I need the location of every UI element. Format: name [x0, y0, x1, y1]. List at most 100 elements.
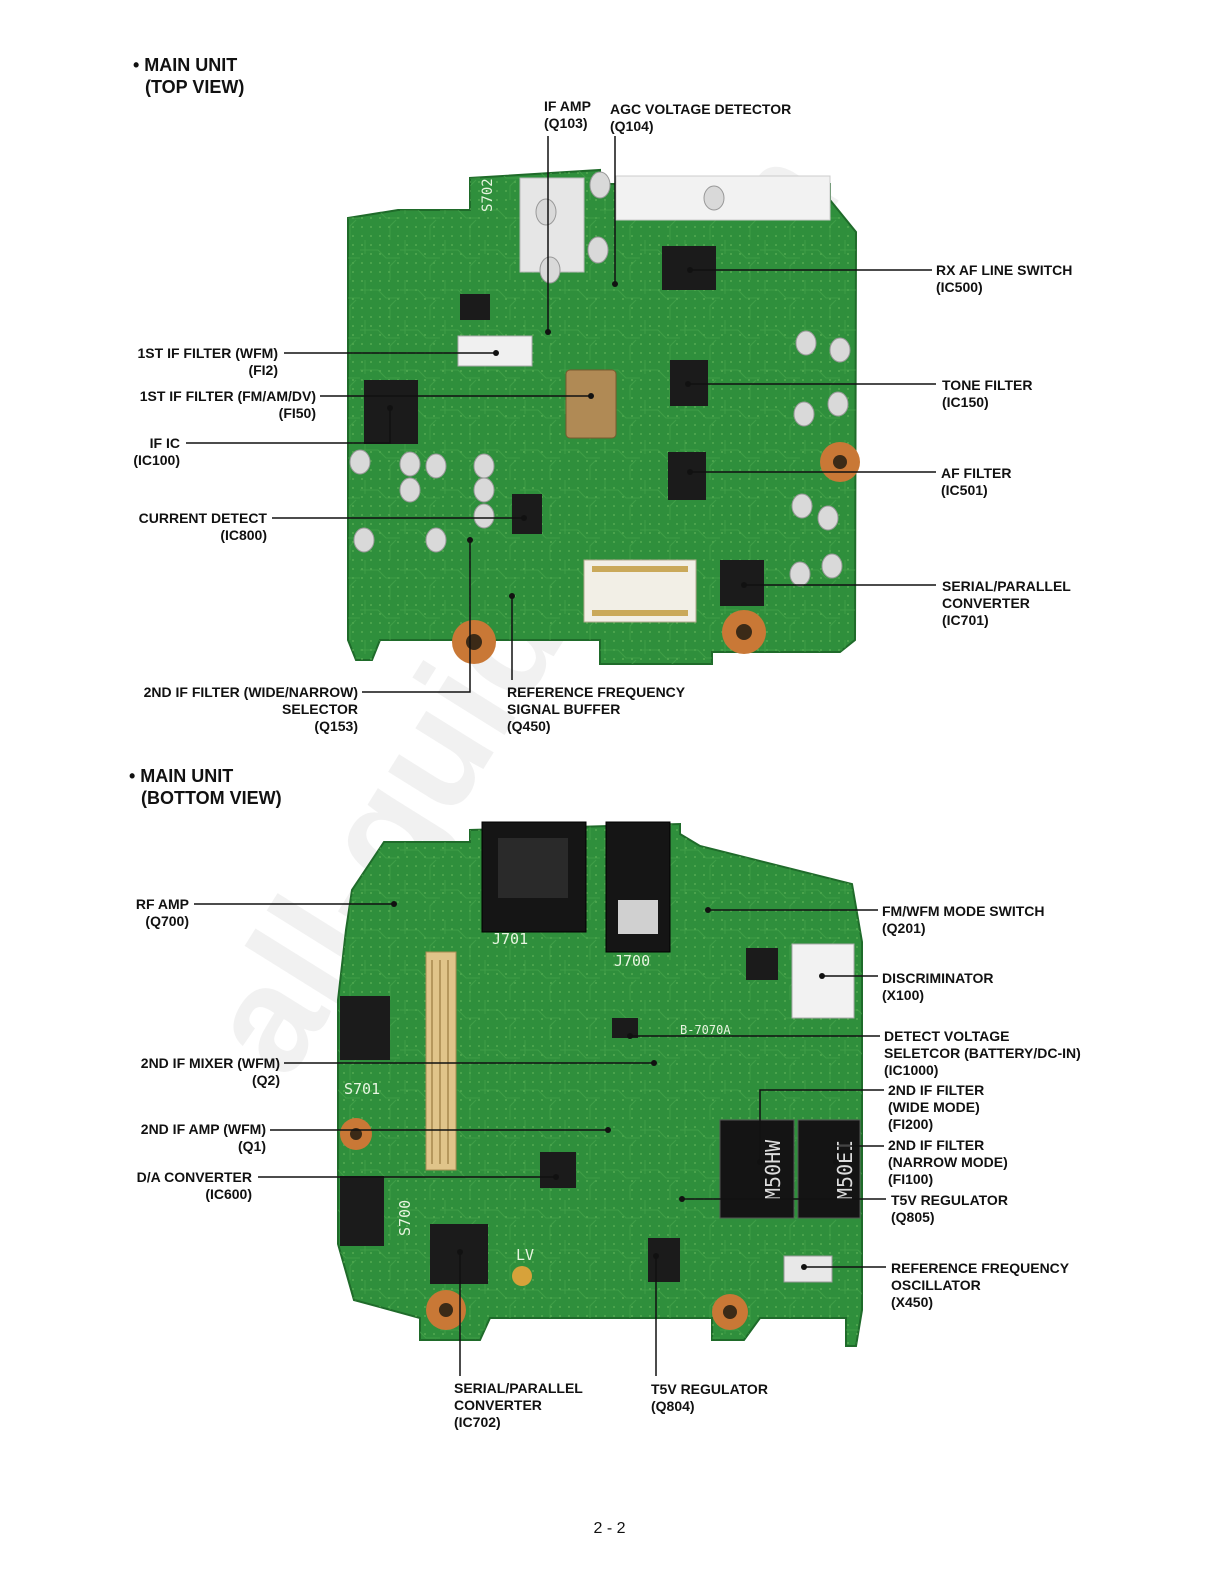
bottom-s701-text: S701: [344, 1080, 380, 1098]
label-1st-if-filter-fm-am-dv-fi50: 1ST IF FILTER (FM/AM/DV) (FI50): [140, 388, 316, 422]
bottom-s700-text: S700: [396, 1200, 414, 1236]
label-line: (IC800): [220, 527, 267, 543]
top-view-leader-lines: [186, 136, 936, 693]
label-t5v-regulator-q804: T5V REGULATOR (Q804): [651, 1381, 768, 1415]
bottom-board-id-text: B-7070A: [680, 1023, 731, 1037]
label-line: (IC702): [454, 1414, 501, 1430]
label-line: DETECT VOLTAGE: [884, 1028, 1010, 1044]
label-2nd-if-filter-narrow-fi100: 2ND IF FILTER (NARROW MODE) (FI100): [888, 1137, 1008, 1188]
label-reference-frequency-signal-buffer-q450: REFERENCE FREQUENCY SIGNAL BUFFER (Q450): [507, 684, 685, 735]
label-line: AGC VOLTAGE DETECTOR: [610, 101, 792, 117]
label-line: (Q201): [882, 920, 926, 936]
label-2nd-if-amp-wfm-q1: 2ND IF AMP (WFM) (Q1): [141, 1121, 266, 1155]
bottom-j700-text: J700: [614, 952, 650, 970]
label-line: 2ND IF FILTER: [888, 1137, 985, 1153]
bottom-j701-text: J701: [492, 930, 528, 948]
label-line: (Q700): [145, 913, 189, 929]
label-line: 2ND IF FILTER: [888, 1082, 985, 1098]
label-line: 1ST IF FILTER (WFM): [137, 345, 279, 361]
label-line: (FI50): [278, 405, 316, 421]
label-2nd-if-filter-wide-fi200: 2ND IF FILTER (WIDE MODE) (FI200): [888, 1082, 984, 1133]
bottom-fi100-text: M50EI: [833, 1140, 857, 1200]
label-line: (Q104): [610, 118, 654, 134]
label-fm-wfm-mode-switch-q201: FM/WFM MODE SWITCH (Q201): [882, 903, 1045, 937]
label-serial-parallel-converter-ic702: SERIAL/PARALLEL CONVERTER (IC702): [454, 1380, 583, 1431]
label-line: CURRENT DETECT: [138, 510, 267, 526]
label-line: (IC100): [133, 452, 180, 468]
label-line: (IC1000): [884, 1062, 939, 1078]
label-line: (Q2): [252, 1072, 280, 1088]
top-view-board: S702: [347, 168, 860, 665]
label-line: CONVERTER: [942, 595, 1030, 611]
label-rf-amp-q700: RF AMP (Q700): [136, 896, 189, 930]
label-line: (IC701): [942, 612, 989, 628]
label-current-detect-ic800: CURRENT DETECT (IC800): [139, 510, 267, 544]
label-line: (Q804): [651, 1398, 695, 1414]
label-line: (Q450): [507, 718, 551, 734]
top-view-title-line2: (TOP VIEW): [145, 77, 245, 97]
label-line: 2ND IF MIXER (WFM): [140, 1055, 280, 1071]
label-line: (Q1): [238, 1138, 266, 1154]
bottom-view-title-line1: • MAIN UNIT: [129, 766, 234, 786]
label-da-converter-ic600: D/A CONVERTER (IC600): [137, 1169, 252, 1203]
label-line: TONE FILTER: [942, 377, 1033, 393]
label-af-filter-ic501: AF FILTER (IC501): [941, 465, 1012, 499]
label-line: (NARROW MODE): [888, 1154, 1008, 1170]
top-view-title: • MAIN UNIT (TOP VIEW): [133, 54, 244, 98]
label-line: IF IC: [149, 435, 180, 451]
label-line: (IC150): [942, 394, 989, 410]
label-discriminator-x100: DISCRIMINATOR (X100): [882, 970, 993, 1004]
label-line: CONVERTER: [454, 1397, 542, 1413]
top-view-title-line1: • MAIN UNIT: [133, 55, 238, 75]
label-line: (IC600): [205, 1186, 252, 1202]
label-line: (X100): [882, 987, 925, 1003]
label-line: SELECTOR: [282, 701, 358, 717]
label-line: 1ST IF FILTER (FM/AM/DV): [139, 388, 316, 404]
bottom-lv-text: LV: [516, 1246, 534, 1264]
label-line: (IC500): [936, 279, 983, 295]
bottom-fi200-text: M50HW: [761, 1139, 785, 1200]
bottom-view-title-line2: (BOTTOM VIEW): [141, 788, 282, 808]
bottom-view-leader-lines: [194, 901, 886, 1376]
label-line: RF AMP: [135, 896, 189, 912]
label-line: D/A CONVERTER: [136, 1169, 252, 1185]
label-line: (Q153): [314, 718, 358, 734]
label-line: AF FILTER: [941, 465, 1012, 481]
label-line: (FI200): [888, 1116, 934, 1132]
label-line: OSCILLATOR: [891, 1277, 981, 1293]
label-line: SERIAL/PARALLEL: [942, 578, 1071, 594]
label-1st-if-filter-wfm-fi2: 1ST IF FILTER (WFM) (FI2): [138, 345, 279, 379]
label-line: SERIAL/PARALLEL: [454, 1380, 583, 1396]
label-serial-parallel-converter-ic701: SERIAL/PARALLEL CONVERTER (IC701): [942, 578, 1071, 629]
label-line: FM/WFM MODE SWITCH: [882, 903, 1045, 919]
bottom-view-title: • MAIN UNIT (BOTTOM VIEW): [129, 765, 282, 809]
label-line: DISCRIMINATOR: [882, 970, 994, 986]
label-2nd-if-mixer-wfm-q2: 2ND IF MIXER (WFM) (Q2): [141, 1055, 280, 1089]
label-line: IF AMP: [544, 98, 591, 114]
label-line: SELETCOR (BATTERY/DC-IN): [884, 1045, 1081, 1061]
label-detect-voltage-selector-ic1000: DETECT VOLTAGE SELETCOR (BATTERY/DC-IN) …: [884, 1028, 1081, 1079]
bottom-view-board: M50HW M50EI J701 J700 S701 S700 LV B-707…: [337, 821, 863, 1347]
label-line: REFERENCE FREQUENCY: [891, 1260, 1070, 1276]
label-line: (IC501): [941, 482, 988, 498]
label-line: 2ND IF AMP (WFM): [140, 1121, 266, 1137]
label-agc-voltage-detector-q104: AGC VOLTAGE DETECTOR (Q104): [610, 101, 791, 135]
label-line: (FI100): [888, 1171, 934, 1187]
label-tone-filter-ic150: TONE FILTER (IC150): [942, 377, 1032, 411]
label-line: 2ND IF FILTER (WIDE/NARROW): [143, 684, 358, 700]
label-line: (Q805): [891, 1209, 935, 1225]
label-line: REFERENCE FREQUENCY: [507, 684, 686, 700]
label-line: T5V REGULATOR: [891, 1192, 1008, 1208]
label-line: (FI2): [248, 362, 278, 378]
label-line: (WIDE MODE): [888, 1099, 980, 1115]
label-line: (X450): [891, 1294, 934, 1310]
label-if-ic-ic100: IF IC (IC100): [133, 435, 180, 469]
top-s702-text: S702: [480, 178, 496, 212]
label-line: T5V REGULATOR: [651, 1381, 768, 1397]
label-rx-af-line-switch-ic500: RX AF LINE SWITCH (IC500): [936, 262, 1072, 296]
label-t5v-regulator-q805: T5V REGULATOR (Q805): [891, 1192, 1008, 1226]
label-line: SIGNAL BUFFER: [507, 701, 621, 717]
label-if-amp-q103: IF AMP (Q103): [544, 98, 591, 132]
label-line: RX AF LINE SWITCH: [936, 262, 1073, 278]
